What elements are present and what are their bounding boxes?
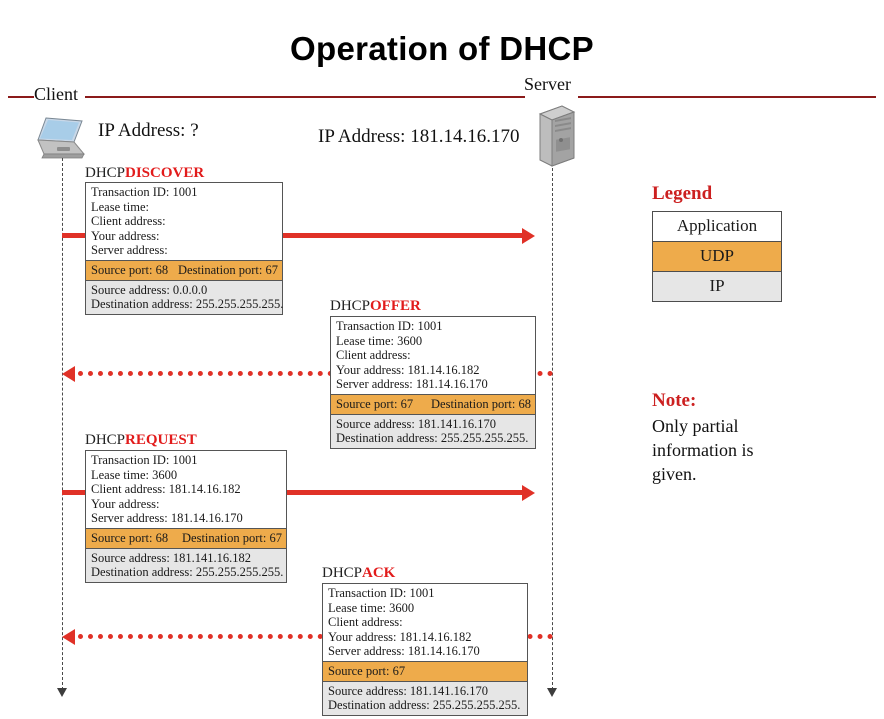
offer-application-segment: Transaction ID: 1001 Lease time: 3600 Cl… xyxy=(331,317,535,394)
legend-row-application: Application xyxy=(653,212,781,241)
ack-ip-segment: Source address: 181.141.16.170 Destinati… xyxy=(323,681,527,715)
ack-ip-line: Destination address: 255.255.255.255. xyxy=(328,698,521,713)
discover-label-prefix: DHCP xyxy=(85,165,126,181)
server-timeline xyxy=(552,168,553,690)
offer-ip-line: Source address: 181.141.16.170 xyxy=(336,416,497,431)
discover-application-segment: Transaction ID: 1001 Lease time: Client … xyxy=(86,183,282,260)
discover-source-port: Source port: 68 xyxy=(91,262,169,277)
client-ip-label: IP Address: ? xyxy=(98,120,199,141)
server-timeline-arrow xyxy=(547,688,557,697)
note-title: Note: xyxy=(652,390,697,411)
header-rule-middle xyxy=(85,96,525,98)
request-label: DHCPREQUEST xyxy=(85,432,197,449)
request-ip-line: Source address: 181.141.16.182 xyxy=(91,550,252,565)
ack-label-prefix: DHCP xyxy=(322,565,363,581)
client-role-label: Client xyxy=(34,84,78,104)
ack-app-line: Transaction ID: 1001 xyxy=(328,586,435,600)
discover-arrow-line xyxy=(62,233,522,238)
request-app-line: Your address: xyxy=(91,496,160,511)
legend-row-ip: IP xyxy=(653,272,781,301)
server-ip-label: IP Address: 181.14.16.170 xyxy=(318,126,520,147)
request-ip-segment: Source address: 181.141.16.182 Destinati… xyxy=(86,548,286,582)
offer-app-line: Transaction ID: 1001 xyxy=(336,319,443,333)
offer-source-port: Source port: 67 xyxy=(336,396,414,411)
ack-udp-segment: Source port: 67 xyxy=(323,660,527,682)
offer-packet: Transaction ID: 1001 Lease time: 3600 Cl… xyxy=(330,316,536,449)
offer-label-highlight: OFFER xyxy=(370,298,421,314)
header-rule-right xyxy=(578,96,876,98)
offer-label-prefix: DHCP xyxy=(330,298,371,314)
request-app-line: Lease time: 3600 xyxy=(91,467,178,482)
discover-ip-segment: Source address: 0.0.0.0 Destination addr… xyxy=(86,280,284,314)
ack-app-line: Your address: 181.14.16.182 xyxy=(328,629,472,644)
discover-label-highlight: DISCOVER xyxy=(125,165,205,181)
discover-packet: Transaction ID: 1001 Lease time: Client … xyxy=(85,182,283,315)
request-arrow-line xyxy=(62,490,522,495)
server-role-label: Server xyxy=(524,74,571,94)
request-app-line: Transaction ID: 1001 xyxy=(91,453,198,467)
request-app-line: Client address: 181.14.16.182 xyxy=(91,482,241,497)
offer-ip-line: Destination address: 255.255.255.255. xyxy=(336,431,529,446)
ack-arrow-head xyxy=(62,629,75,645)
offer-arrow-line xyxy=(78,371,553,376)
request-label-prefix: DHCP xyxy=(85,432,126,448)
legend-box: Application UDP IP xyxy=(652,211,782,302)
discover-destination-port: Destination port: 67 xyxy=(178,262,278,277)
ack-ip-line: Source address: 181.141.16.170 xyxy=(328,683,489,698)
request-destination-port: Destination port: 67 xyxy=(182,530,282,545)
offer-udp-segment: Source port: 67 Destination port: 68 xyxy=(331,393,535,415)
offer-app-line: Lease time: 3600 xyxy=(336,333,423,348)
request-udp-segment: Source port: 68 Destination port: 67 xyxy=(86,527,286,549)
offer-app-line: Server address: 181.14.16.170 xyxy=(336,377,488,392)
offer-destination-port: Destination port: 68 xyxy=(431,396,531,411)
ack-arrow-line xyxy=(78,634,553,639)
ack-app-line: Lease time: 3600 xyxy=(328,600,415,615)
ack-application-segment: Transaction ID: 1001 Lease time: 3600 Cl… xyxy=(323,584,527,661)
offer-app-line: Your address: 181.14.16.182 xyxy=(336,362,480,377)
legend-title: Legend xyxy=(652,183,713,204)
client-timeline-arrow xyxy=(57,688,67,697)
offer-ip-segment: Source address: 181.141.16.170 Destinati… xyxy=(331,414,535,448)
request-source-port: Source port: 68 xyxy=(91,530,169,545)
discover-label: DHCPDISCOVER xyxy=(85,165,204,182)
discover-ip-line: Destination address: 255.255.255.255. xyxy=(91,297,284,312)
discover-udp-segment: Source port: 68 Destination port: 67 xyxy=(86,259,282,281)
legend-row-udp: UDP xyxy=(653,241,781,272)
offer-app-line: Client address: xyxy=(336,348,411,363)
discover-ip-line: Source address: 0.0.0.0 xyxy=(91,282,208,297)
offer-arrow-head xyxy=(62,366,75,382)
discover-app-line: Your address: xyxy=(91,228,160,243)
request-label-highlight: REQUEST xyxy=(125,432,197,448)
discover-arrow-head xyxy=(522,228,535,244)
note-body: Only partial information is given. xyxy=(652,416,754,484)
discover-app-line: Client address: xyxy=(91,214,166,229)
ack-app-line: Server address: 181.14.16.170 xyxy=(328,644,480,659)
request-ip-line: Destination address: 255.255.255.255. xyxy=(91,565,284,580)
server-icon xyxy=(538,105,576,167)
laptop-icon xyxy=(37,117,86,159)
ack-source-port: Source port: 67 xyxy=(328,663,406,678)
request-app-line: Server address: 181.14.16.170 xyxy=(91,511,243,526)
ack-app-line: Client address: xyxy=(328,615,403,630)
discover-app-line: Server address: xyxy=(91,243,168,258)
discover-app-line: Transaction ID: 1001 xyxy=(91,185,198,199)
request-packet: Transaction ID: 1001 Lease time: 3600 Cl… xyxy=(85,450,287,583)
header-rule-left xyxy=(8,96,34,98)
ack-label: DHCPACK xyxy=(322,565,395,582)
page-title: Operation of DHCP xyxy=(290,30,594,67)
request-application-segment: Transaction ID: 1001 Lease time: 3600 Cl… xyxy=(86,451,286,528)
request-arrow-head xyxy=(522,485,535,501)
offer-label: DHCPOFFER xyxy=(330,298,421,315)
client-timeline xyxy=(62,158,63,690)
ack-packet: Transaction ID: 1001 Lease time: 3600 Cl… xyxy=(322,583,528,716)
discover-app-line: Lease time: xyxy=(91,199,149,214)
ack-label-highlight: ACK xyxy=(362,565,396,581)
